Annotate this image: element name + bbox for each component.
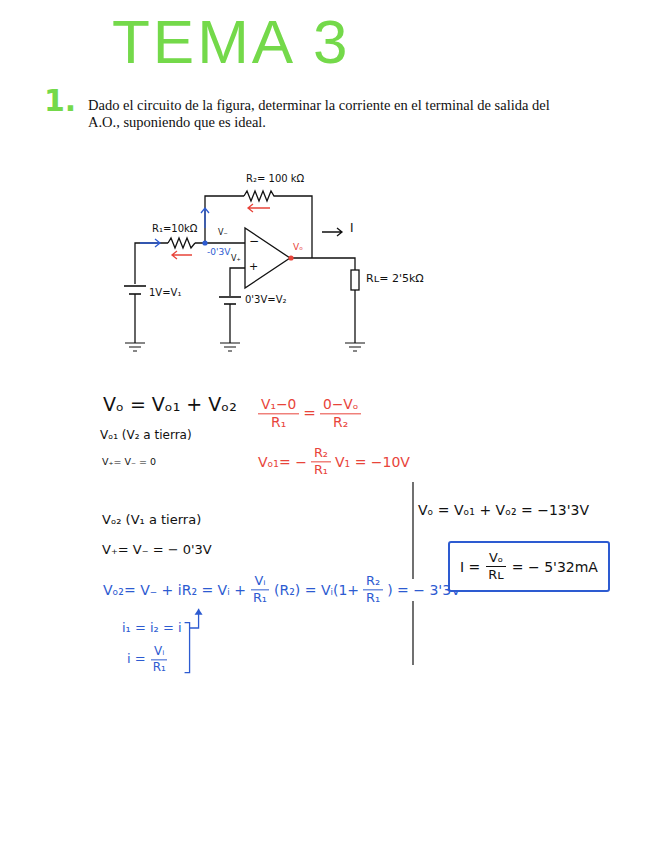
equation-text: Vₒ₂ (V₁ a tierra) — [102, 513, 201, 528]
battery-plate — [224, 303, 236, 305]
denominator: R₁ — [363, 591, 383, 606]
numerator: R₂ — [363, 574, 383, 590]
current-arrow — [201, 208, 209, 228]
wire — [290, 258, 355, 270]
battery-plate — [124, 285, 146, 287]
wire — [230, 268, 245, 296]
signal-name: Vₒ — [293, 242, 303, 252]
result-text: = − 5'32mA — [512, 559, 598, 575]
wire — [134, 294, 135, 343]
wire — [229, 304, 230, 343]
equation-row: Vₒ = Vₒ₁ + Vₒ₂ = −13'3V — [418, 502, 589, 518]
equation-text: i = — [127, 653, 146, 668]
fraction: R₂R₁ — [363, 574, 383, 605]
current-arrow — [322, 228, 342, 236]
fraction: V₁−0R₁ — [258, 397, 299, 430]
arrow-head — [195, 609, 203, 615]
grounds — [125, 343, 365, 351]
numerator: Vᵢ — [251, 574, 268, 590]
page-title: TEMA 3 — [112, 6, 351, 77]
equation-text: Vₒ = Vₒ₁ + Vₒ₂ — [103, 394, 237, 416]
source-label: 0'3V=V₂ — [245, 294, 287, 306]
problem-statement: Dado el circuito de la figura, determina… — [88, 97, 573, 130]
ground-symbol — [345, 343, 365, 351]
fraction: VᵢR₁ — [250, 574, 270, 605]
equation-row: i = VᵢR₁ — [127, 645, 169, 674]
equation-row: Vₒ₂= V₋ + iR₂ = Vᵢ +VᵢR₁(R₂) = Vᵢ(1+R₂R₁… — [103, 574, 461, 605]
equation-text: V₊= V₋ = 0 — [102, 457, 156, 468]
opamp-symbol — [245, 228, 290, 288]
component-label: Rʟ= 2'5kΩ — [366, 273, 424, 286]
equation-row: V₁−0R₁=0−VₒR₂ — [258, 397, 361, 430]
wire — [205, 196, 244, 243]
denominator: R₁ — [311, 463, 331, 478]
numerator: V₁−0 — [258, 397, 299, 414]
problem-number: 1. — [44, 84, 76, 119]
current-arrow — [172, 251, 192, 259]
wires — [135, 191, 359, 343]
component-label: R₁=10kΩ — [152, 223, 198, 235]
numerator: Vᵢ — [151, 645, 167, 660]
denominator: R₁ — [250, 591, 270, 606]
battery-plate — [219, 296, 241, 298]
equation-text: Vₒ₁= − — [258, 454, 307, 470]
denominator: R₁ — [268, 415, 289, 431]
current-name: I — [350, 222, 354, 236]
wire — [135, 243, 168, 284]
battery-plate — [129, 293, 141, 295]
equation-text: = — [303, 405, 316, 422]
resistor-symbol — [168, 238, 195, 248]
bracket-line — [412, 601, 413, 665]
denominator: Rʟ — [485, 567, 506, 582]
current-arrows — [140, 204, 342, 259]
equation-row: V₊= V₋ = 0 — [102, 457, 156, 468]
ground-symbol — [220, 343, 240, 351]
fraction: 0−VₒR₂ — [320, 397, 361, 430]
pin-sign: − — [249, 235, 259, 249]
equation-text: Vₒ₁ (V₂ a tierra) — [100, 429, 192, 443]
denominator: R₁ — [150, 661, 169, 675]
equation-row: Vₒ = Vₒ₁ + Vₒ₂ — [103, 394, 237, 416]
ground-symbol — [125, 343, 145, 351]
wire — [354, 290, 355, 343]
equation-text: Vₒ = Vₒ₁ + Vₒ₂ = −13'3V — [418, 502, 589, 518]
wire — [276, 196, 312, 258]
equation-text: V₊= V₋ = − 0'3V — [102, 543, 212, 558]
result-text: I = — [460, 559, 480, 575]
equation-text: V₁ = −10V — [335, 454, 410, 470]
node-dot — [288, 255, 293, 260]
denominator: R₂ — [330, 415, 351, 431]
fraction: VₒRʟ — [485, 551, 506, 582]
fraction: VᵢR₁ — [150, 645, 169, 674]
resistor-symbol — [244, 191, 276, 201]
equation-row: i₁ = i₂ = i — [122, 621, 182, 636]
numerator: Vₒ — [486, 551, 506, 567]
result-box: I = VₒRʟ = − 5'32mA — [448, 541, 610, 592]
bracket-line — [185, 623, 190, 673]
equation-row: Vₒ₁= −R₂R₁V₁ = −10V — [258, 446, 410, 477]
equation-row: V₊= V₋ = − 0'3V — [102, 543, 212, 558]
equation-row: Vₒ₂ (V₁ a tierra) — [102, 513, 201, 528]
resistor-symbol — [351, 270, 359, 290]
batteries — [124, 286, 241, 304]
pin-sign: + — [249, 261, 258, 274]
fraction: R₂R₁ — [311, 446, 331, 477]
bracket-line — [412, 482, 413, 579]
equation-text: (R₂) = Vᵢ(1+ — [274, 582, 359, 598]
source-label: 1V=V₁ — [149, 287, 181, 299]
component-label: R₂= 100 kΩ — [246, 173, 304, 185]
current-arrow — [248, 204, 270, 212]
voltage-label: -0'3V — [207, 247, 230, 257]
equation-text: Vₒ₂= V₋ + iR₂ = Vᵢ + — [103, 582, 246, 598]
current-arrow — [140, 239, 160, 247]
numerator: R₂ — [311, 446, 331, 462]
equation-row: Vₒ₁ (V₂ a tierra) — [100, 429, 192, 443]
pin-name: V₋ — [218, 228, 228, 237]
node-dot — [202, 240, 207, 245]
equation-text: i₁ = i₂ = i — [122, 621, 182, 636]
pin-name: V₊ — [231, 254, 241, 263]
numerator: 0−Vₒ — [320, 397, 361, 414]
